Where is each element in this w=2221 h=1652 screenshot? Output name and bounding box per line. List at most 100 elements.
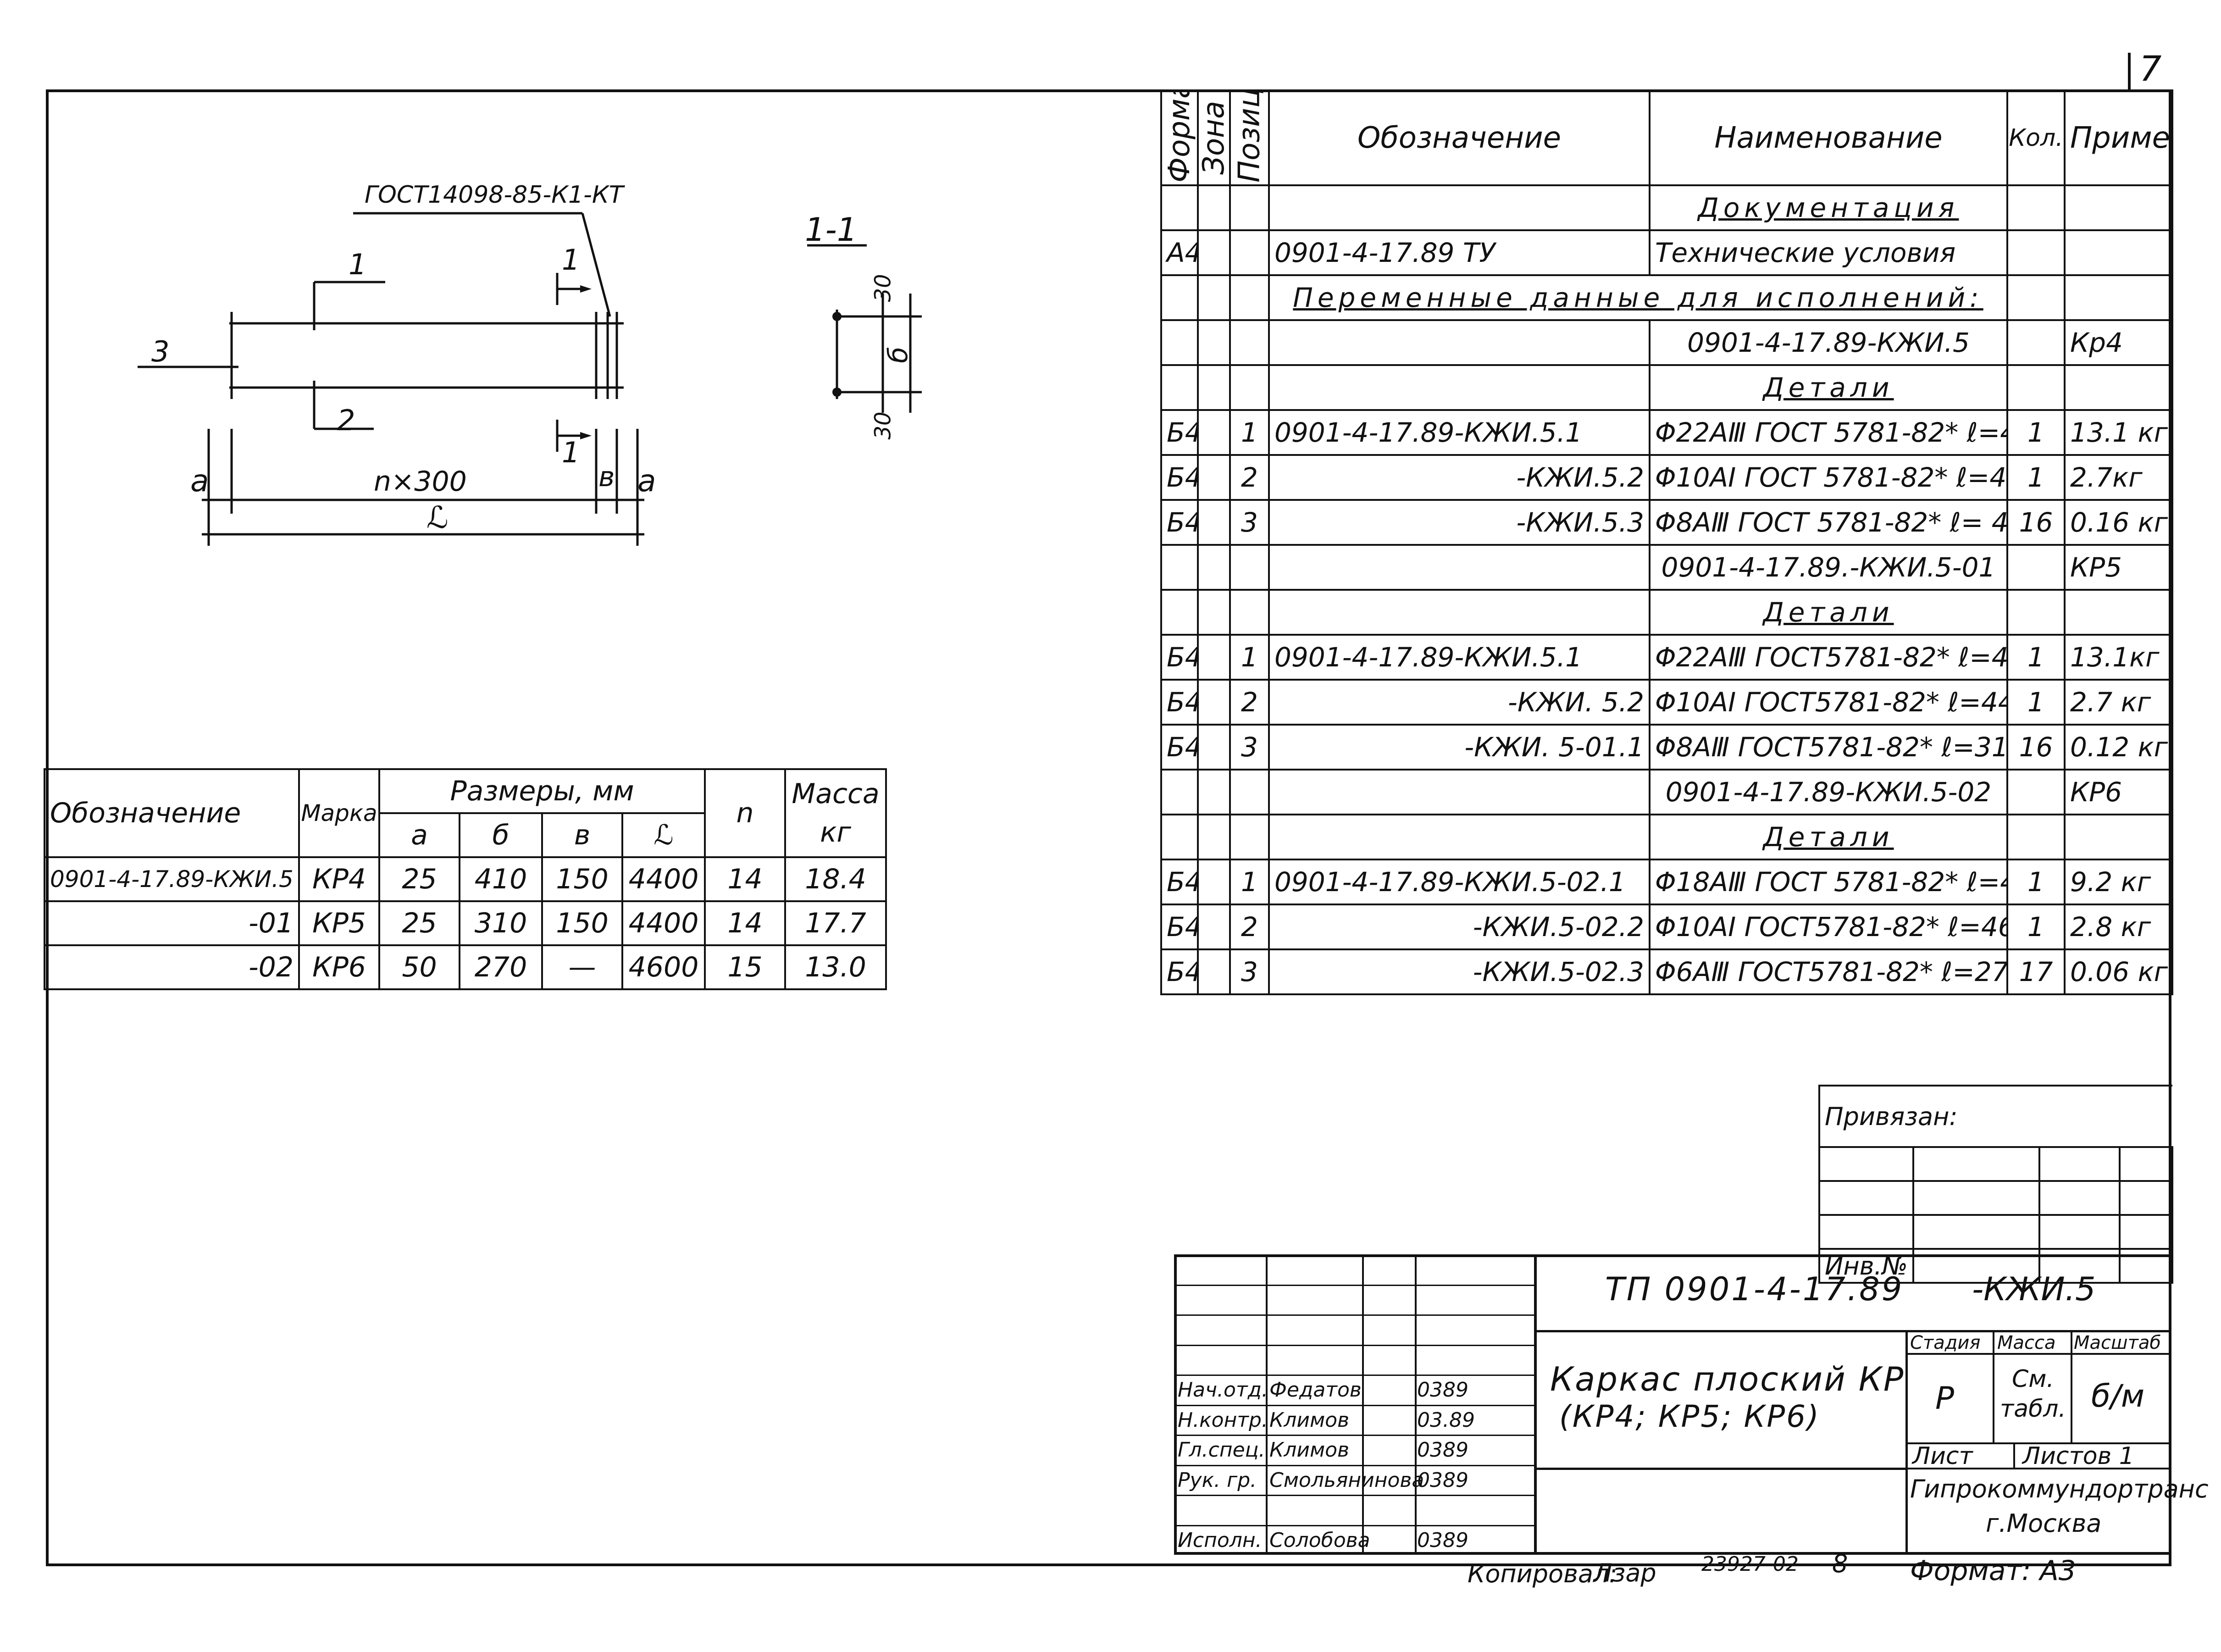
spec-zone-cell: [1197, 769, 1231, 815]
spec-section-heading: Детали: [1649, 589, 2008, 636]
dims-header-sizes: Размеры, мм: [378, 768, 706, 814]
spec-zone-cell: [1197, 814, 1231, 860]
dims-cell-a: 25: [378, 900, 460, 946]
spec-designation-cell: 0901-4-17.89-КЖИ.5.1: [1268, 409, 1651, 456]
spec-header-format: Формат: [1161, 90, 1198, 185]
spec-zone-cell: [1197, 859, 1231, 905]
spec-position-cell: [1229, 814, 1270, 860]
spec-position-cell: 2: [1229, 679, 1270, 726]
dim-a-left: a: [190, 463, 209, 499]
spec-zone-cell: [1197, 274, 1231, 321]
spec-note-cell: [2064, 274, 2173, 321]
signatory-name: Климов: [1269, 1438, 1350, 1462]
spec-name-cell: Φ8АⅢ ГОСТ5781-82* ℓ=310: [1649, 724, 2008, 771]
signatory-name: Федатов: [1269, 1378, 1362, 1402]
spec-qty-cell: [2006, 229, 2066, 276]
spec-designation-cell: [1268, 769, 1651, 815]
spec-position-cell: [1229, 229, 1270, 276]
dims-header-b: б: [459, 812, 543, 858]
spec-qty-cell: 17: [2006, 948, 2066, 995]
format-label: Формат: А3: [1910, 1555, 2076, 1587]
spec-format-cell: Б4: [1160, 859, 1199, 905]
spec-format-cell: Б4: [1160, 724, 1199, 771]
tb-line: [1534, 1254, 1537, 1555]
spec-row: Документация: [1160, 184, 2173, 231]
spec-header-designation: Обозначение: [1268, 89, 1651, 186]
specification-table: Формат Зона Позиц. Обозначение Наименова…: [1160, 89, 2173, 995]
spec-zone-cell: [1197, 544, 1231, 591]
tb-line: [1174, 1465, 1534, 1466]
spec-qty-cell: 1: [2006, 859, 2066, 905]
spec-zone-cell: [1197, 948, 1231, 995]
spec-designation-cell: 0901-4-17.89-КЖИ.5-02.1: [1268, 859, 1651, 905]
spec-zone-cell: [1197, 229, 1231, 276]
spec-zone-cell: [1197, 589, 1231, 636]
spec-name-cell: 0901-4-17.89-КЖИ.5: [1649, 319, 2008, 366]
spec-designation-cell: -КЖИ.5.2: [1268, 454, 1651, 501]
spec-position-cell: 1: [1229, 859, 1270, 905]
tb-line: [1266, 1254, 1268, 1555]
sheet-label: Лист: [1912, 1442, 1973, 1470]
spec-note-cell: 13.1кг: [2064, 634, 2173, 681]
spec-name-cell: Φ10АI ГОСТ5781-82* ℓ=4600: [1649, 904, 2008, 950]
spec-note-cell: 0.12 кг: [2064, 724, 2173, 771]
spec-qty-cell: [2006, 589, 2066, 636]
spec-note-cell: Кр4: [2064, 319, 2173, 366]
spec-zone-cell: [1197, 364, 1231, 411]
spec-note-cell: [2064, 364, 2173, 411]
tb-line: [1415, 1254, 1417, 1555]
tb-line: [1174, 1435, 1534, 1436]
spec-position-cell: 2: [1229, 454, 1270, 501]
spec-qty-cell: 1: [2006, 409, 2066, 456]
spec-format-cell: [1160, 769, 1199, 815]
binding-title: Привязан:: [1818, 1085, 2173, 1148]
signatory-name: Смольянинова: [1269, 1469, 1424, 1492]
spec-note-cell: КР6: [2064, 769, 2173, 815]
signatory-date: 0389: [1417, 1469, 1468, 1492]
spec-position-cell: [1229, 769, 1270, 815]
spec-row: Детали: [1160, 814, 2173, 860]
spec-name-cell: Φ18АⅢ ГОСТ 5781-82* ℓ=4600: [1649, 859, 2008, 905]
tb-line: [1174, 1345, 1534, 1346]
tb-line: [1174, 1375, 1534, 1376]
spec-designation-cell: -КЖИ.5-02.3: [1268, 948, 1651, 995]
dims-header-mass: Масса кг: [784, 768, 887, 858]
spec-format-cell: [1160, 544, 1199, 591]
spec-designation-cell: [1268, 319, 1651, 366]
copied-label: Копировал:: [1468, 1559, 1617, 1588]
dims-cell-n: 15: [704, 944, 786, 990]
spec-row: Детали: [1160, 589, 2173, 636]
dims-cell-L: 4600: [621, 944, 706, 990]
spec-position-cell: [1229, 544, 1270, 591]
scale-value: б/м: [2091, 1378, 2145, 1414]
spec-designation-cell: [1268, 184, 1651, 231]
spec-qty-cell: 16: [2006, 499, 2066, 546]
dims-header-a: а: [378, 812, 460, 858]
spec-qty-cell: [2006, 364, 2066, 411]
spec-row: 0901-4-17.89-КЖИ.5 Кр4: [1160, 319, 2173, 366]
dims-cell-des: 0901-4-17.89-КЖИ.5: [44, 856, 300, 902]
spec-header-row: Формат Зона Позиц. Обозначение Наименова…: [1161, 89, 2173, 186]
dims-cell-mass: 13.0: [784, 944, 887, 990]
signatory-date: 03.89: [1417, 1408, 1475, 1432]
spec-qty-cell: [2006, 274, 2066, 321]
spec-qty-cell: 1: [2006, 904, 2066, 950]
spec-name-cell: 0901-4-17.89.-КЖИ.5-01: [1649, 544, 2008, 591]
dims-cell-v: 150: [541, 856, 623, 902]
tb-line: [2013, 1442, 2015, 1468]
spec-zone-cell: [1197, 409, 1231, 456]
tb-line: [1993, 1332, 1994, 1442]
spec-note-cell: [2064, 814, 2173, 860]
spec-name-cell: Технические условия: [1649, 229, 2008, 276]
spec-designation-cell: 0901-4-17.89-КЖИ.5.1: [1268, 634, 1651, 681]
spec-format-cell: [1160, 814, 1199, 860]
tb-line: [1174, 1525, 1534, 1526]
title-code-suffix: -КЖИ.5: [1972, 1270, 2096, 1308]
drawing-name-line-1: Каркас плоский КР: [1550, 1360, 1905, 1398]
